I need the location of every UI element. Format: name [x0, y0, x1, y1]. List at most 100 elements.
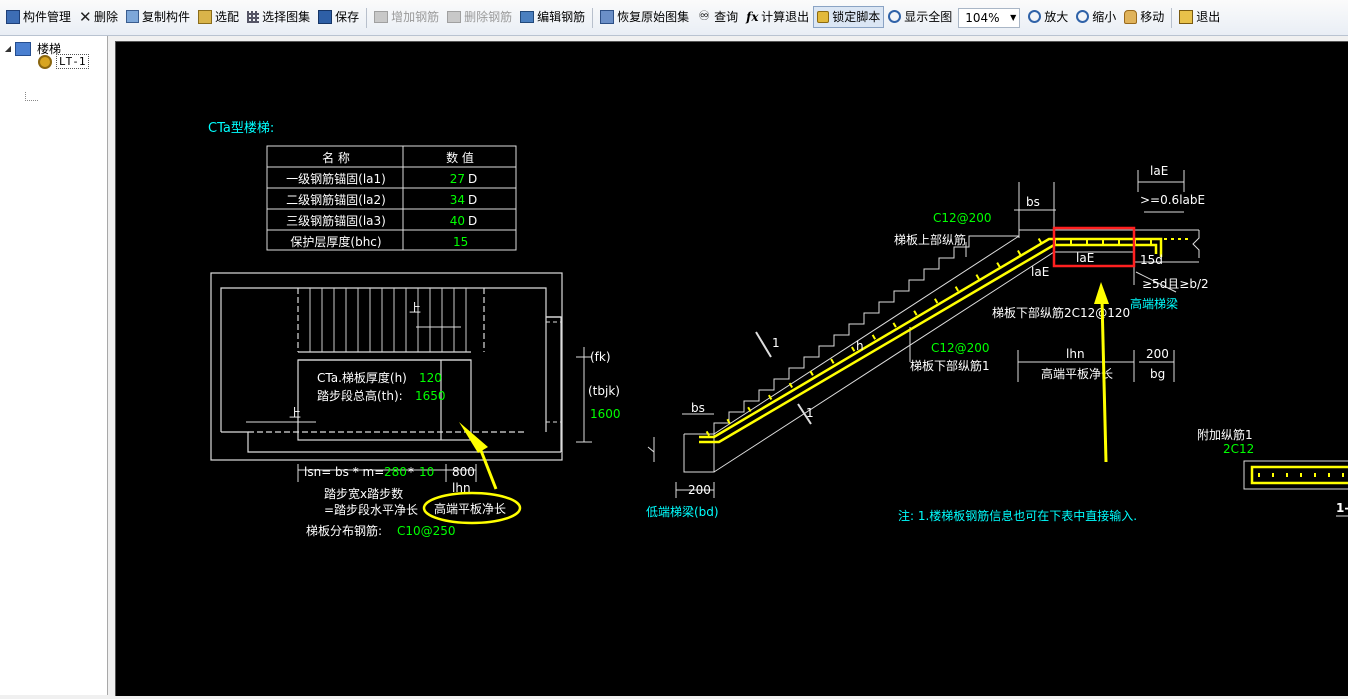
tree-connector	[25, 92, 38, 101]
section-bottom2: 梯板下部纵筋2C12@120	[992, 305, 1130, 320]
tree-node-lt1[interactable]: LT-1	[35, 54, 89, 69]
plan-inner-wall	[220, 287, 561, 453]
plan-up-label: 上	[289, 406, 301, 420]
red-highlight-box	[1052, 226, 1136, 268]
plan-m-value[interactable]: 10	[419, 465, 434, 479]
copy-icon	[126, 10, 140, 23]
section-15d: 15d	[1140, 253, 1163, 267]
plan-seg-value: 800	[452, 465, 475, 479]
fit-view-icon	[888, 10, 902, 23]
hand-icon	[1124, 9, 1138, 24]
section-laE-b: laE	[1076, 251, 1094, 265]
table-row-value[interactable]: 40	[450, 214, 465, 228]
tree-collapse-icon[interactable]: ◢	[4, 44, 12, 53]
table-border	[266, 145, 517, 251]
section-bg-value: 200	[1146, 347, 1169, 361]
plan-tread-lines	[309, 288, 467, 352]
select-atlas-button[interactable]: 选择图集	[243, 6, 314, 28]
yellow-arrow-shaft	[1100, 299, 1108, 463]
stair-step-profile	[684, 229, 1199, 435]
yellow-arrow-head	[459, 422, 488, 453]
stairs-folder-icon	[15, 41, 31, 56]
plan-dist-label: 梯板分布钢筋:	[306, 523, 382, 538]
restore-atlas-button[interactable]: 恢复原始图集	[596, 6, 693, 28]
section-dimensions	[675, 170, 1185, 498]
section-top-rebar-label: 梯板上部纵筋	[894, 232, 966, 247]
highlight-ellipse	[422, 491, 522, 525]
add-rebar-button[interactable]: 增加钢筋	[370, 6, 443, 28]
exit-icon	[1179, 9, 1194, 24]
plan-height-value[interactable]: 1650	[415, 389, 446, 403]
parameter-table	[266, 145, 517, 251]
zoom-out-button[interactable]: 缩小	[1072, 6, 1120, 28]
plan-thickness-value[interactable]: 120	[419, 371, 442, 385]
table-row-value[interactable]: 34	[450, 193, 465, 207]
tree-node-stairs[interactable]: ◢ 楼梯	[3, 40, 63, 57]
copy-component-button[interactable]: 复制构件	[122, 6, 194, 28]
table-row-value[interactable]: 15	[453, 235, 468, 249]
edit-rebar-icon	[520, 10, 535, 23]
zoom-select[interactable]: 104% ▼	[958, 7, 1021, 28]
extra-rebar-section	[1250, 465, 1348, 485]
plan-wall-right	[546, 316, 562, 452]
add-rebar-icon	[374, 10, 389, 23]
query-button[interactable]: ♾查询	[693, 6, 742, 28]
tree-node-lt1-label: LT-1	[56, 54, 89, 69]
zoom-value: 104%	[965, 10, 1000, 25]
table-header-value: 数 值	[446, 150, 474, 165]
select-atlas-label: 选择图集	[262, 10, 311, 24]
exit-label: 退出	[1196, 10, 1221, 24]
yellow-arrow-shaft	[478, 447, 498, 490]
plan-dist-value[interactable]: C10@250	[397, 524, 456, 538]
plan-tbjk-value[interactable]: 1600	[590, 407, 621, 421]
plan-landing-box	[297, 359, 472, 441]
fit-view-button[interactable]: 显示全图	[884, 6, 956, 28]
lock-script-button[interactable]: 锁定脚本	[813, 5, 885, 28]
copy-component-label: 复制构件	[142, 10, 191, 24]
section-cut1: 1	[772, 336, 780, 350]
select-icon	[198, 9, 213, 24]
section-bottom1-value[interactable]: C12@200	[931, 341, 990, 355]
plan-fk-label: (fk)	[590, 350, 611, 364]
zoom-out-label: 缩小	[1092, 10, 1117, 24]
component-manager-icon	[6, 9, 20, 24]
table-row-unit: D	[468, 214, 477, 228]
component-manager-button[interactable]: 构件管理	[2, 6, 75, 28]
edit-rebar-label: 编辑钢筋	[537, 10, 586, 24]
save-button[interactable]: 保存	[314, 6, 363, 28]
low-break-line	[647, 437, 655, 462]
plan-horizontal-dimension	[297, 464, 477, 482]
section-mark-label: 1-	[1336, 501, 1348, 515]
plan-vertical-dimension	[576, 347, 592, 443]
plan-highlight-text: 高端平板净长	[434, 501, 506, 516]
pan-button[interactable]: 移动	[1120, 6, 1168, 28]
delete-button[interactable]: ✕删除	[75, 6, 122, 28]
plan-tbjk-label: (tbjk)	[588, 384, 620, 398]
section-top-rebar-value[interactable]: C12@200	[933, 211, 992, 225]
table-row-name: 三级钢筋锚固(la3)	[286, 213, 386, 228]
select-match-button[interactable]: 选配	[194, 6, 243, 28]
chevron-down-icon: ▼	[1010, 13, 1017, 22]
component-tree: ◢ 楼梯 LT-1	[0, 36, 108, 695]
exit-button[interactable]: 退出	[1175, 6, 1224, 28]
extra-rebar-value[interactable]: 2C12	[1223, 442, 1254, 456]
section-bd-value: 200	[688, 483, 711, 497]
plan-bs-value[interactable]: 280	[384, 465, 407, 479]
plan-star: *	[408, 465, 414, 479]
plan-outer-wall	[210, 272, 563, 461]
edit-rebar-button[interactable]: 编辑钢筋	[516, 6, 589, 28]
select-match-label: 选配	[215, 10, 240, 24]
extra-rebar-label: 附加纵筋1	[1197, 427, 1253, 442]
section-note: 注: 1.楼梯板钢筋信息也可在下表中直接输入.	[898, 508, 1137, 523]
binoculars-icon: ♾	[698, 8, 710, 24]
table-row-value[interactable]: 27	[450, 172, 465, 186]
zoom-in-button[interactable]: 放大	[1024, 6, 1072, 28]
section-high-beam: 高端梯梁	[1130, 296, 1178, 311]
delete-rebar-button[interactable]: 删除钢筋	[443, 6, 516, 28]
section-bs-low: bs	[691, 401, 705, 415]
drawing-canvas[interactable]: CTa型楼梯: 名 称 数 值 一级钢筋锚固(la1) 27 D 二级钢筋锚固(…	[115, 41, 1348, 696]
section-bottom1-label: 梯板下部纵筋1	[910, 358, 990, 373]
fit-view-label: 显示全图	[904, 10, 953, 24]
drawing-title: CTa型楼梯:	[208, 121, 274, 136]
